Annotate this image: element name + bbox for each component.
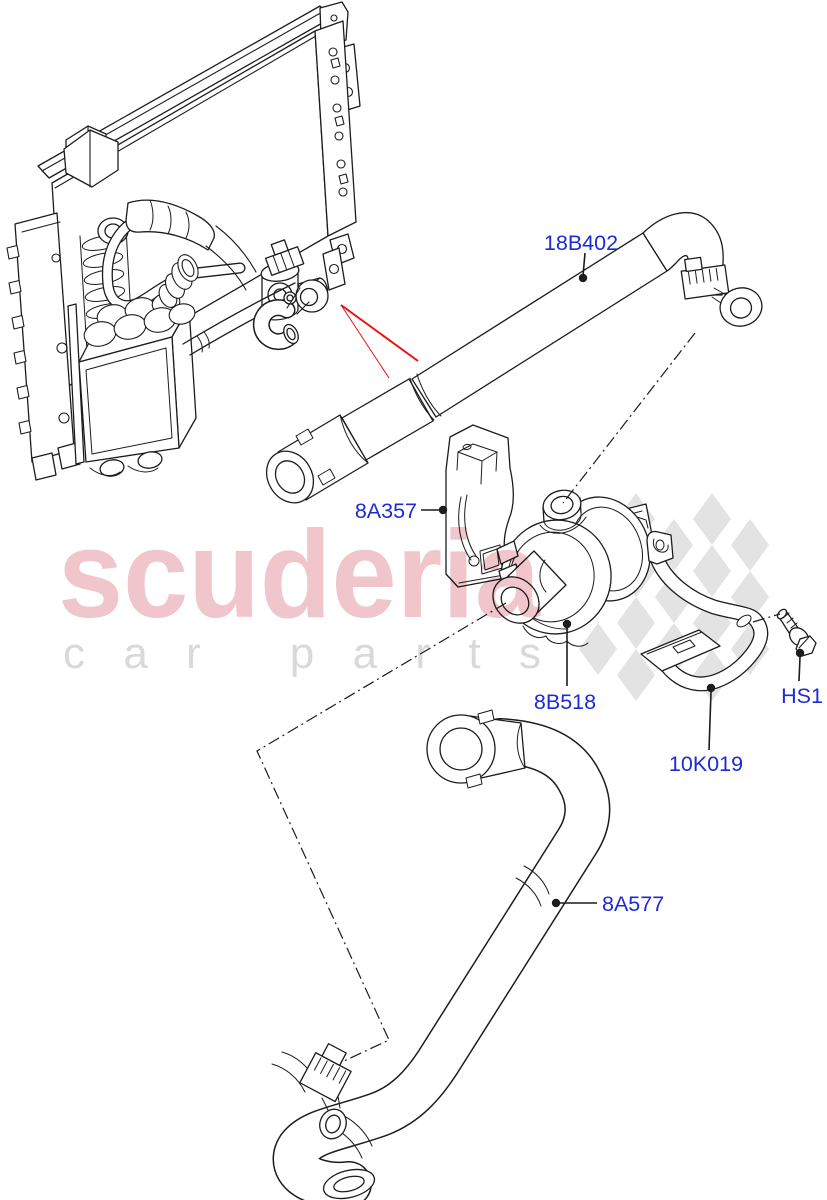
hose-18B402 <box>265 211 763 504</box>
brand-watermark: scuderia car parts <box>58 506 541 678</box>
bolt-HS1 <box>776 608 817 657</box>
radiator-assembly <box>6 1 361 481</box>
callout-8A357: 8A357 <box>355 499 417 523</box>
assembly-dash-lines <box>256 332 781 1062</box>
pointer-arrow <box>340 304 419 379</box>
callout-8B518: 8B518 <box>534 690 596 714</box>
callout-8A577: 8A577 <box>602 892 664 916</box>
callout-HS1: HS1 <box>781 684 823 708</box>
callout-labels: 18B402 8A357 8B518 HS1 10K019 8A577 <box>355 231 823 916</box>
bracket-10K019 <box>640 530 769 692</box>
brand-watermark-text: scuderia <box>58 506 541 644</box>
hose-8A577 <box>271 709 611 1200</box>
callout-leaders <box>421 252 801 904</box>
pump-8B518 <box>492 489 653 647</box>
callout-10K019: 10K019 <box>669 752 743 776</box>
callout-18B402: 18B402 <box>544 231 618 255</box>
callout-dots <box>438 273 805 908</box>
tagline-watermark-text: car parts <box>63 629 541 678</box>
